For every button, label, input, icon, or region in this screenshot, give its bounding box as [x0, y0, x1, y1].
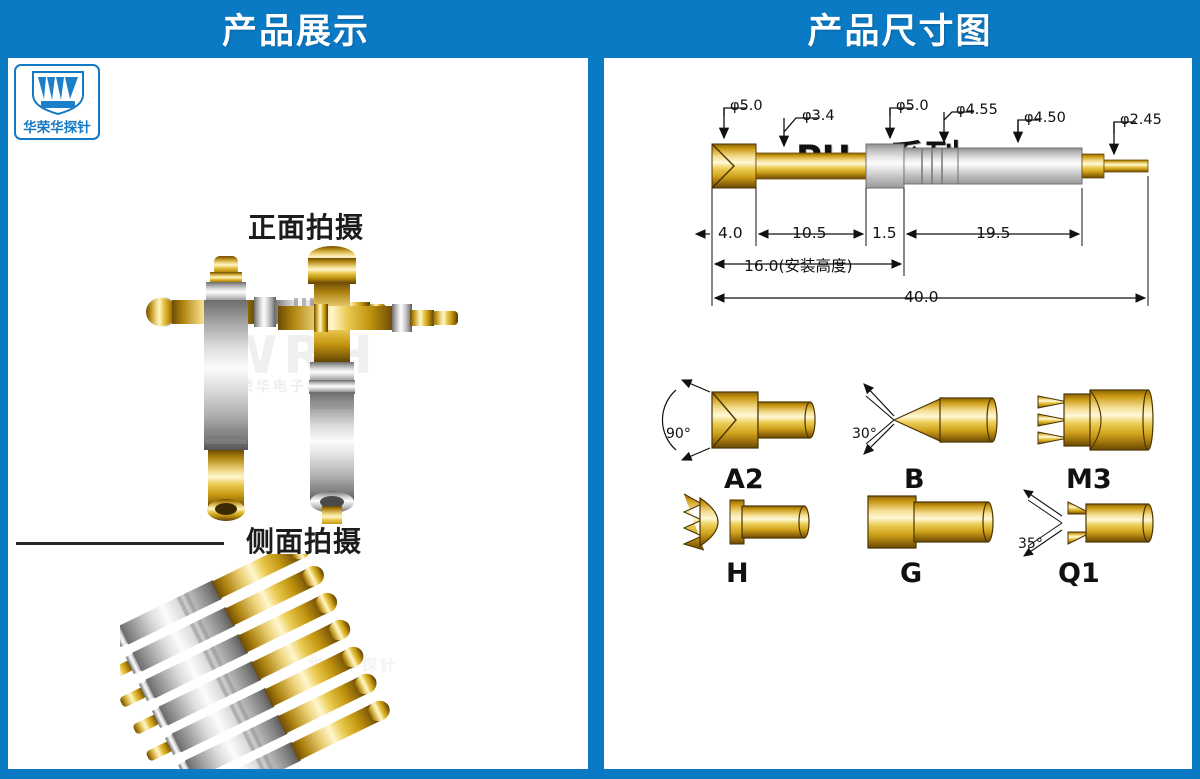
tip-name-m3: M3 — [1066, 464, 1112, 495]
diameter-label-5: φ4.50 — [1024, 110, 1066, 126]
product-photo-side — [93, 538, 450, 769]
diameter-label-6: φ2.45 — [1120, 112, 1162, 128]
length-label-4: 19.5 — [976, 224, 1011, 242]
probe-crown-emblem-icon — [32, 71, 84, 116]
section-divider — [16, 542, 224, 545]
length-label-total: 40.0 — [904, 288, 939, 306]
dimension-drawing — [661, 107, 1154, 557]
tip-name-g: G — [900, 558, 923, 589]
length-label-2: 10.5 — [792, 224, 827, 242]
diameter-label-3: φ5.0 — [896, 98, 929, 114]
length-label-1: 4.0 — [718, 224, 743, 242]
brand-logo: 华荣华探针 — [14, 64, 100, 140]
length-label-3: 1.5 — [872, 224, 897, 242]
tip-name-h: H — [726, 558, 749, 589]
product-photo-front — [128, 234, 468, 530]
diameter-label-4: φ4.55 — [956, 102, 998, 118]
product-dimension-panel: 产品尺寸图 PH-6系列 — [600, 0, 1200, 779]
tip-name-a2: A2 — [724, 464, 764, 495]
right-panel-body: PH-6系列 — [604, 58, 1192, 769]
left-panel-title: 产品展示 — [221, 12, 370, 52]
caption-front-view: 正面拍摄 — [248, 211, 365, 244]
caption-side-view: 侧面拍摄 — [246, 525, 363, 558]
length-label-mounting-height: 16.0(安装高度) — [744, 257, 853, 275]
product-display-panel: 产品展示 华荣华探针 WRH 华荣华电子科技 华荣华探针 正面拍摄 — [0, 0, 592, 779]
angle-label-b: 30° — [852, 426, 877, 442]
angle-label-q1: 35° — [1018, 536, 1043, 552]
side-view-pins-illustration — [93, 538, 390, 769]
diameter-label-2: φ3.4 — [802, 108, 835, 124]
tip-name-q1: Q1 — [1058, 558, 1100, 589]
angle-label-a2: 90° — [666, 426, 691, 442]
tip-name-b: B — [904, 464, 925, 495]
brand-logo-text: 华荣华探针 — [23, 120, 91, 136]
diameter-label-1: φ5.0 — [730, 98, 763, 114]
front-view-pins-illustration — [146, 246, 458, 530]
left-panel-body: 华荣华探针 WRH 华荣华电子科技 华荣华探针 正面拍摄 — [8, 58, 588, 769]
right-panel-title: 产品尺寸图 — [807, 12, 993, 52]
